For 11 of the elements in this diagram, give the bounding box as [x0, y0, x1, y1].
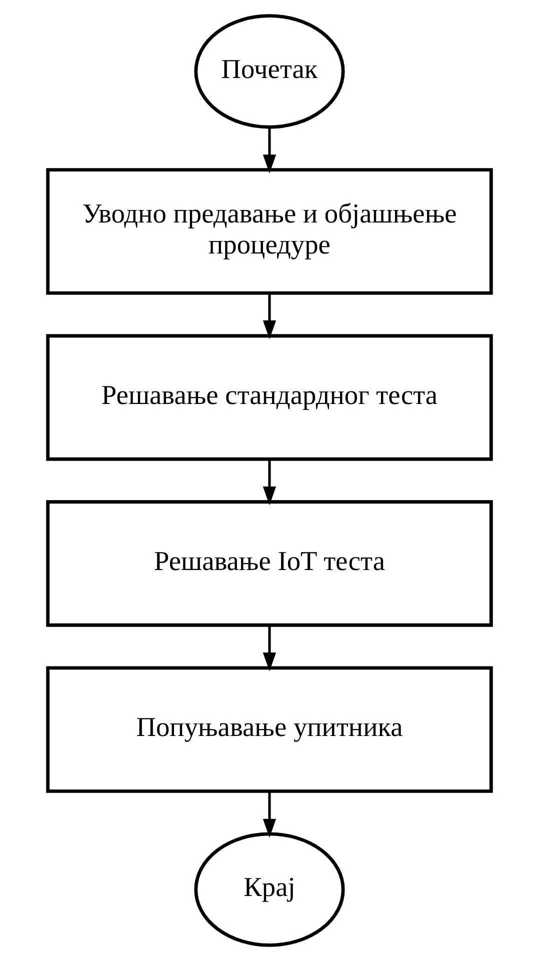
arrow: [262, 791, 276, 838]
arrow: [262, 127, 276, 174]
node-ellipse: Почетак: [194, 14, 345, 129]
arrow: [262, 293, 276, 340]
node-box: Решавање IoT теста: [46, 500, 493, 627]
node-box: Уводно предавање и објашњење процедуре: [46, 168, 493, 295]
node-box: Решавање стандардног теста: [46, 334, 493, 461]
node-box: Попуњавање упитника: [46, 666, 493, 793]
node-ellipse: Крај: [194, 832, 345, 947]
arrow: [262, 625, 276, 672]
arrow: [262, 459, 276, 506]
